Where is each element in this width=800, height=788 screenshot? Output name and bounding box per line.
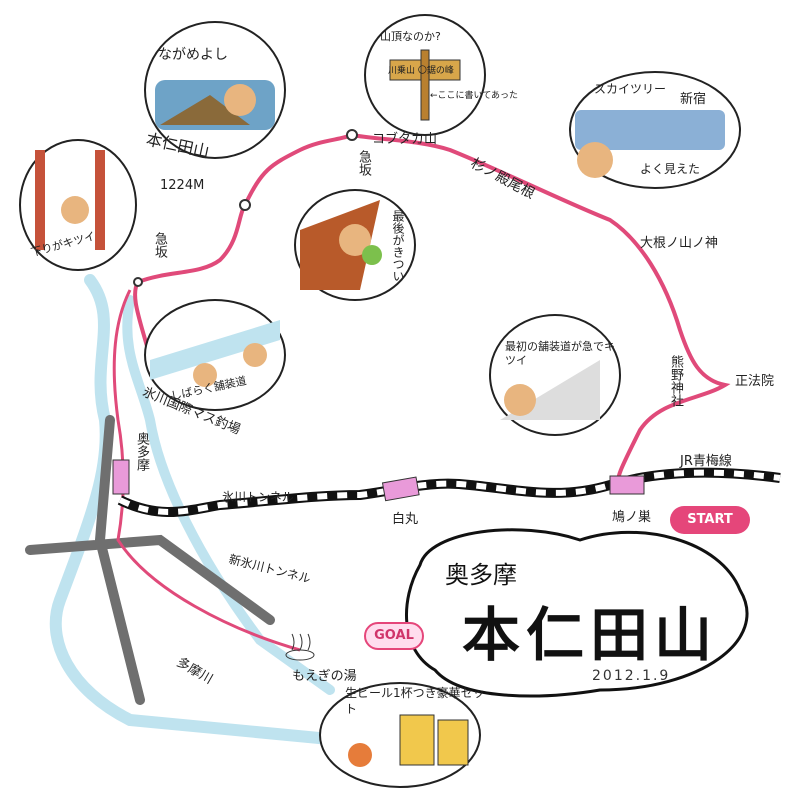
kobutaka-label: コブタカ山 <box>372 132 438 147</box>
summit-marker <box>239 199 251 211</box>
okutama-station-label: 奥多摩 <box>134 432 149 471</box>
skytree-bubble <box>569 71 741 189</box>
summit-elevation: 1224M <box>160 178 205 193</box>
skytree-label: スカイツリー <box>594 82 667 96</box>
start-badge: START <box>670 506 750 534</box>
okutama-station <box>112 459 130 495</box>
shinjuku-label: 新宿 <box>680 92 707 107</box>
steep-label-2: 急坂 <box>152 232 167 258</box>
shiromaru-station-label: 白丸 <box>392 512 419 527</box>
descent-route <box>112 289 301 652</box>
sign-title: 山頂なのか? <box>380 30 441 43</box>
hiking-route <box>133 132 731 487</box>
sign-board-text: 川乗山 〇鋸の峰 <box>388 66 454 76</box>
hikawa-tunnel-label: 氷川トンネル <box>222 490 294 504</box>
waypoint-marker <box>133 277 143 287</box>
sign-bubble <box>364 14 486 136</box>
hatonosu-station-label: 鳩ノ巣 <box>612 510 652 525</box>
tough-hill-caption: 最後がきつい <box>391 210 405 282</box>
beer-bubble <box>319 682 481 788</box>
view-bubble-caption: ながめよし <box>158 47 228 63</box>
goal-badge: GOAL <box>364 622 424 650</box>
jr-railway <box>117 467 781 517</box>
ohne-shrine-label: 大根ノ山ノ神 <box>640 236 719 251</box>
main-road <box>25 415 275 705</box>
beer-caption: 生ビール1杯つき豪華セット <box>345 686 485 716</box>
shoho-in-label: 正法院 <box>735 374 775 389</box>
first-paved-bubble <box>489 314 621 436</box>
paved-bubble <box>144 299 286 411</box>
onsen-icon <box>285 633 315 661</box>
tough-hill-bubble <box>294 189 416 301</box>
steep-label-1: 急坂 <box>356 150 371 176</box>
jr-line-label: JR青梅線 <box>680 454 732 469</box>
hatonosu-station <box>609 475 645 495</box>
first-paved-caption: 最初の舗装道が急でキツイ <box>505 340 615 368</box>
shiromaru-station <box>381 476 420 502</box>
tama-river <box>49 274 346 746</box>
sign-note: ←ここに書いてあった <box>430 91 519 101</box>
title-blob <box>405 528 749 698</box>
kobutaka-marker <box>346 129 358 141</box>
moegi-label: もえぎの湯 <box>292 669 357 684</box>
view-bubble <box>144 21 286 159</box>
kumano-shrine-label: 熊野神社 <box>668 355 683 407</box>
page-title: 本仁田山 <box>462 601 719 669</box>
seen-label: よく見えた <box>640 162 701 176</box>
date-label: 2012.1.9 <box>592 668 671 684</box>
tree-bubble <box>19 139 137 271</box>
title-subtitle: 奥多摩 <box>445 561 517 589</box>
